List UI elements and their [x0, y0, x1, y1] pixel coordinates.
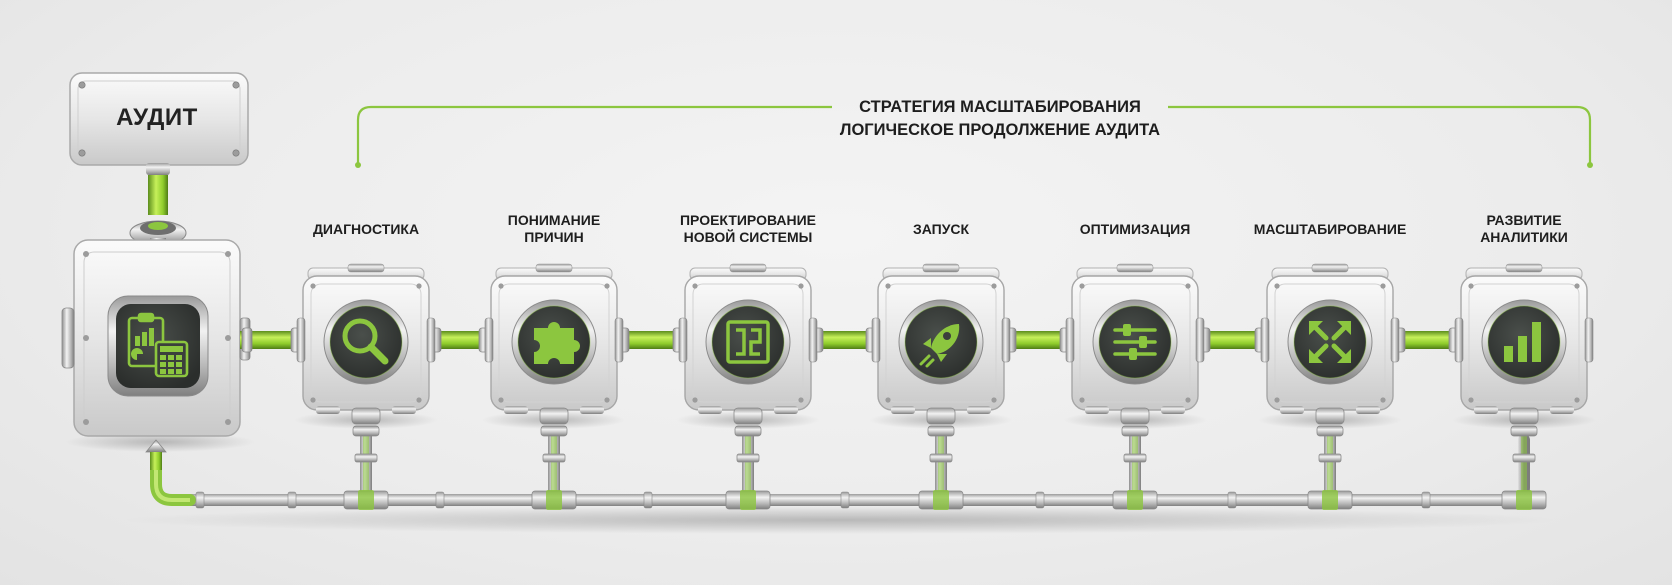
audit-cube — [61, 239, 251, 437]
audit-sign-label: АУДИТ — [116, 104, 198, 131]
pipe-coupling — [840, 491, 850, 509]
stage-label-5: ОПТИМИЗАЦИЯ — [1035, 221, 1235, 238]
bracket-end-right — [1587, 162, 1593, 168]
stage-cube-6 — [1258, 263, 1402, 429]
puzzle-piece-icon — [534, 322, 580, 364]
pipe-coupling — [1421, 491, 1431, 509]
stage-label-4: ЗАПУСК — [841, 221, 1041, 238]
stage-label-1: ДИАГНОСТИКА — [266, 221, 466, 238]
strategy-subtitle: ЛОГИЧЕСКОЕ ПРОДОЛЖЕНИЕ АУДИТА — [839, 121, 1161, 139]
strategy-title: СТРАТЕГИЯ МАСШТАБИРОВАНИЯ — [859, 98, 1141, 116]
pipe-coupling — [1227, 491, 1237, 509]
stage-cube-3 — [676, 263, 820, 429]
bracket-end-left — [355, 162, 361, 168]
drop-pipe-5 — [1112, 425, 1158, 510]
pipe-coupling — [643, 491, 653, 509]
audit-sign — [69, 72, 249, 166]
pipe-coupling — [435, 491, 445, 509]
stage-label-line: ПОНИМАНИЕ — [507, 212, 601, 228]
stage-cube-1 — [294, 263, 438, 429]
pipe-coupling — [1035, 491, 1045, 509]
pipe-coupling — [287, 491, 297, 509]
stage-cube-5 — [1063, 263, 1207, 429]
stage-label-line: ПРИЧИН — [524, 229, 584, 245]
drop-pipe-1 — [343, 425, 389, 510]
stage-label-line: НОВОЙ СИСТЕМЫ — [683, 229, 813, 245]
bar-chart-icon — [1504, 322, 1541, 362]
link-pipe-7 — [1393, 327, 1461, 353]
blueprint-icon — [726, 320, 770, 364]
stage-label-line: ДИАГНОСТИКА — [312, 221, 420, 237]
drop-pipe-6 — [1307, 425, 1353, 510]
link-pipe-2 — [429, 327, 491, 353]
magnifier-icon — [342, 318, 389, 365]
stage-label-line: РАЗВИТИЕ — [1486, 212, 1562, 228]
sliders-icon — [1113, 324, 1157, 360]
link-pipe-4 — [811, 327, 878, 353]
link-pipe-3 — [617, 327, 685, 353]
stage-label-6: МАСШТАБИРОВАНИЕ — [1230, 221, 1430, 238]
header-pipe — [170, 494, 1532, 506]
stage-label-line: ПРОЕКТИРОВАНИЕ — [679, 212, 817, 228]
drop-pipe-3 — [725, 425, 771, 510]
drop-pipe-2 — [531, 425, 577, 510]
drop-pipe-7 — [1501, 425, 1547, 510]
link-pipe-6 — [1198, 327, 1267, 353]
audit-sign-post — [148, 175, 168, 215]
expand-arrows-icon — [1309, 321, 1351, 363]
stage-label-line: АНАЛИТИКИ — [1480, 229, 1568, 245]
stage-cube-7 — [1452, 263, 1596, 429]
stage-label-line: ЗАПУСК — [912, 221, 970, 237]
stage-cube-4 — [869, 263, 1013, 429]
clipboard-calculator-icon — [127, 312, 189, 378]
drop-pipe-4 — [918, 425, 964, 510]
stage-label-line: МАСШТАБИРОВАНИЕ — [1253, 221, 1407, 237]
rocket-icon — [919, 324, 960, 368]
link-pipe-1 — [240, 327, 303, 353]
pipe-coupling — [195, 491, 205, 509]
stage-label-line: ОПТИМИЗАЦИЯ — [1079, 221, 1191, 237]
link-pipe-5 — [1004, 327, 1072, 353]
strategy-bracket — [356, 105, 1592, 163]
stage-cube-2 — [482, 263, 626, 429]
